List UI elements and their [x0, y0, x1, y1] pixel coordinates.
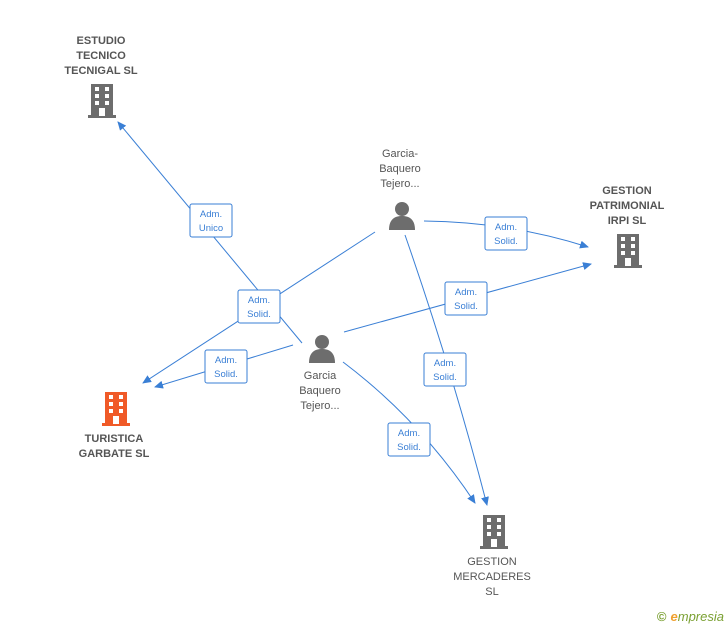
node-label-line1: GESTION — [467, 556, 517, 568]
edge-label-top-turistica[interactable]: Adm. Solid. — [237, 289, 281, 324]
edge-label-line1: Adm. — [215, 355, 237, 366]
edge-label-line2: Solid. — [247, 309, 271, 320]
building-icon — [88, 84, 116, 118]
node-label-line1: Garcia- — [382, 148, 418, 160]
edge-label-line1: Adm. — [200, 209, 222, 220]
node-label-line2: PATRIMONIAL — [590, 200, 665, 212]
edges — [117, 121, 592, 506]
edge-label-line1: Adm. — [495, 222, 517, 233]
brand-logo-e: e — [670, 609, 678, 624]
node-person-mid[interactable]: Garcia Baquero Tejero... — [299, 335, 341, 412]
person-icon — [309, 335, 335, 363]
node-label-line3: IRPI SL — [608, 215, 647, 227]
edge-label-line1: Adm. — [398, 428, 420, 439]
edge-label-top-mercaderes[interactable]: Adm. Solid. — [423, 352, 467, 387]
edge-label-line2: Solid. — [397, 442, 421, 453]
node-label-line2: TECNICO — [76, 50, 126, 62]
edge-label-line1: Adm. — [434, 358, 456, 369]
copyright-icon: © — [656, 609, 667, 624]
building-icon — [614, 234, 642, 268]
edge-label-line2: Solid. — [494, 236, 518, 247]
node-label-line2: Baquero — [299, 385, 341, 397]
node-gestion-patrimonial[interactable]: GESTION PATRIMONIAL IRPI SL — [590, 185, 665, 268]
edge-label-mid-patrimonial[interactable]: Adm. Solid. — [444, 281, 488, 316]
person-icon — [389, 202, 415, 230]
node-label-line1: ESTUDIO — [77, 35, 126, 47]
edge-label-mid-estudio[interactable]: Adm. Unico — [189, 203, 233, 238]
edge-label-line1: Adm. — [248, 295, 270, 306]
node-label-line1: Garcia — [304, 370, 337, 382]
node-person-top[interactable]: Garcia- Baquero Tejero... — [379, 148, 421, 230]
node-label-line1: TURISTICA — [85, 433, 144, 445]
node-label-line3: Tejero... — [380, 178, 419, 190]
footer-brand: ©empresia — [657, 609, 724, 624]
node-label-line3: TECNIGAL SL — [64, 65, 137, 77]
edge-label-top-patrimonial[interactable]: Adm. Solid. — [484, 216, 528, 251]
node-label-line3: Tejero... — [300, 400, 339, 412]
node-label-line2: GARBATE SL — [79, 448, 150, 460]
edge-label-mid-mercaderes[interactable]: Adm. Solid. — [387, 422, 431, 457]
node-label-line2: Baquero — [379, 163, 421, 175]
node-turistica[interactable]: TURISTICA GARBATE SL — [79, 392, 150, 460]
node-label-line2: MERCADERES — [453, 571, 531, 583]
edge-labels: Adm. Unico Adm. Solid. Adm. Solid. Adm. … — [189, 203, 528, 457]
edge-label-line1: Adm. — [455, 287, 477, 298]
edge-label-line2: Solid. — [433, 372, 457, 383]
edge-label-mid-turistica[interactable]: Adm. Solid. — [204, 349, 248, 384]
building-icon — [102, 392, 130, 426]
brand-logo-text: mpresia — [677, 609, 724, 624]
edge-label-line2: Solid. — [214, 369, 238, 380]
node-gestion-mercaderes[interactable]: GESTION MERCADERES SL — [453, 515, 531, 598]
node-label-line1: GESTION — [602, 185, 652, 197]
edge-label-line2: Solid. — [454, 301, 478, 312]
node-label-line3: SL — [485, 586, 498, 598]
building-icon — [480, 515, 508, 549]
node-estudio[interactable]: ESTUDIO TECNICO TECNIGAL SL — [64, 35, 138, 118]
edge-label-line2: Unico — [199, 223, 223, 234]
